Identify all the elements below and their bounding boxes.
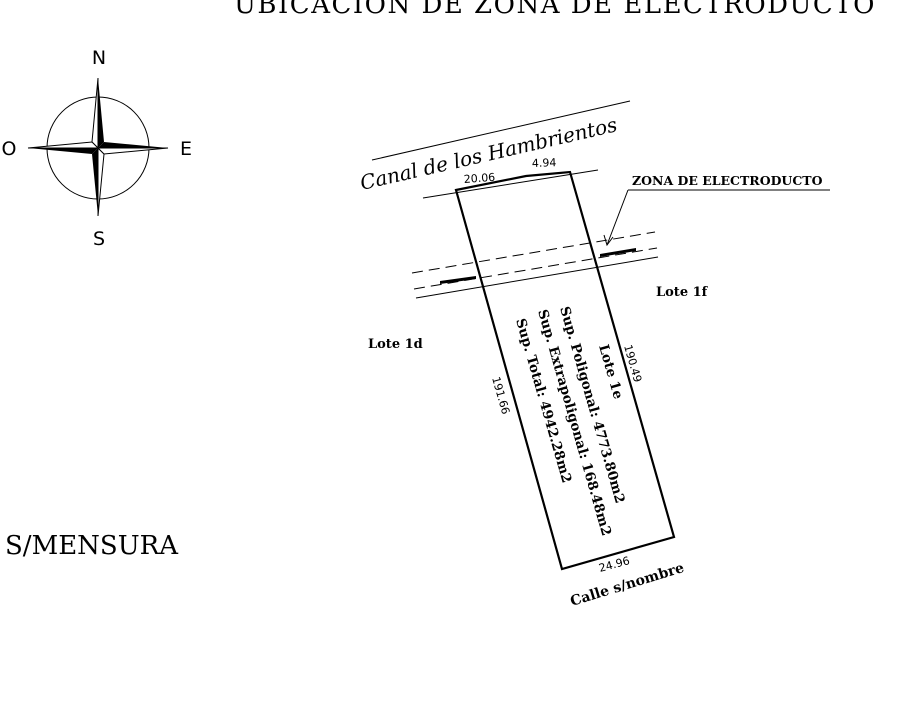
side-note: S/MENSURA: [5, 531, 179, 561]
canal-line: [371, 100, 631, 161]
zone-leader-line: [606, 189, 629, 246]
front-line: [422, 169, 599, 199]
lot-1e-boundary: [454, 170, 676, 571]
compass-east-label: E: [180, 138, 192, 160]
neighbor-lot-right: Lote 1f: [656, 285, 709, 300]
zone-label: ZONA DE ELECTRODUCTO: [632, 173, 823, 188]
compass-west-label: O: [2, 138, 17, 160]
dimension-top-right: 4.94: [532, 156, 557, 170]
zone-leader-arrow-icon: [603, 234, 614, 247]
compass-south-label: S: [93, 228, 105, 250]
compass-rose-icon: [27, 77, 169, 217]
electroduct-zone: [411, 231, 659, 299]
dimension-top-left: 20.06: [463, 171, 495, 186]
plan-title: UBICACION DE ZONA DE ELECTRODUCTO: [234, 0, 876, 20]
compass-north-label: N: [92, 47, 106, 69]
neighbor-lot-left: Lote 1d: [368, 337, 423, 352]
